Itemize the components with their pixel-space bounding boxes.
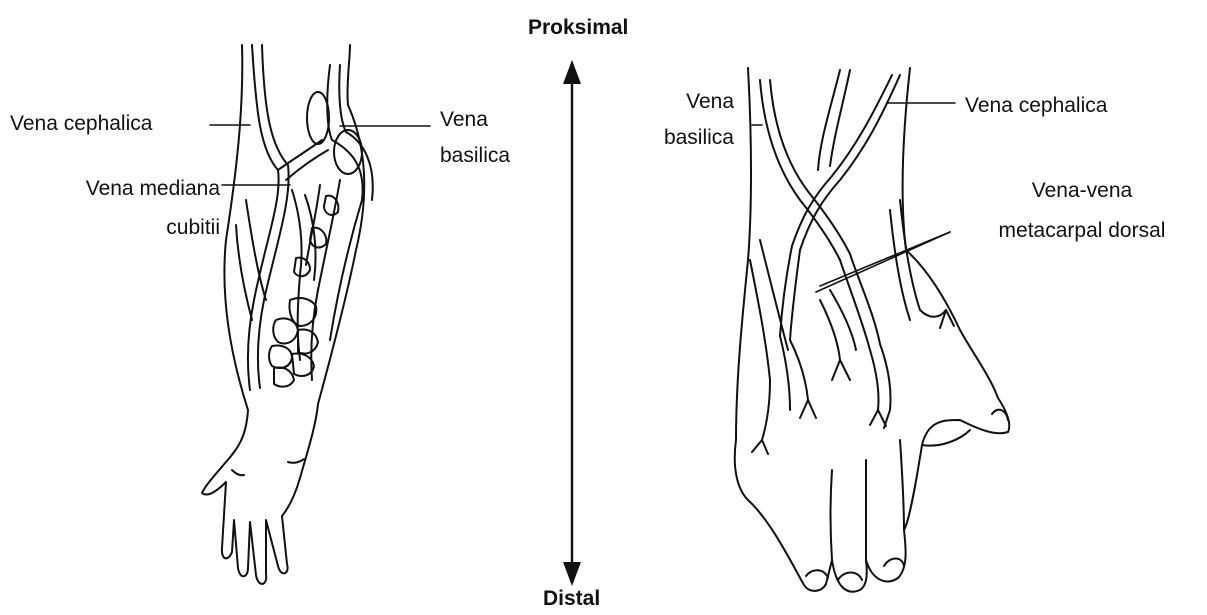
right-metacarpal-label-line1: Vena-vena — [965, 175, 1199, 207]
right-hand-illustration — [735, 68, 1010, 592]
left-basilica-label-line2: basilica — [440, 140, 510, 172]
left-mediana-label-line2: cubitii — [60, 212, 220, 244]
leader-lines — [210, 103, 955, 292]
distal-label: Distal — [543, 583, 600, 615]
right-cephalica-label: Vena cephalica — [965, 90, 1107, 122]
proximal-distal-arrow — [563, 60, 581, 586]
right-basilica-label-line2: basilica — [630, 122, 734, 154]
right-metacarpal-label-line2: metacarpal dorsal — [965, 215, 1199, 247]
left-basilica-label-line1: Vena — [440, 104, 488, 136]
left-mediana-label-line1: Vena mediana — [60, 173, 220, 205]
arrow-up-head — [563, 60, 581, 84]
left-cephalica-label: Vena cephalica — [10, 108, 152, 140]
proximal-label: Proksimal — [528, 12, 628, 44]
right-basilica-label-line1: Vena — [630, 86, 734, 118]
